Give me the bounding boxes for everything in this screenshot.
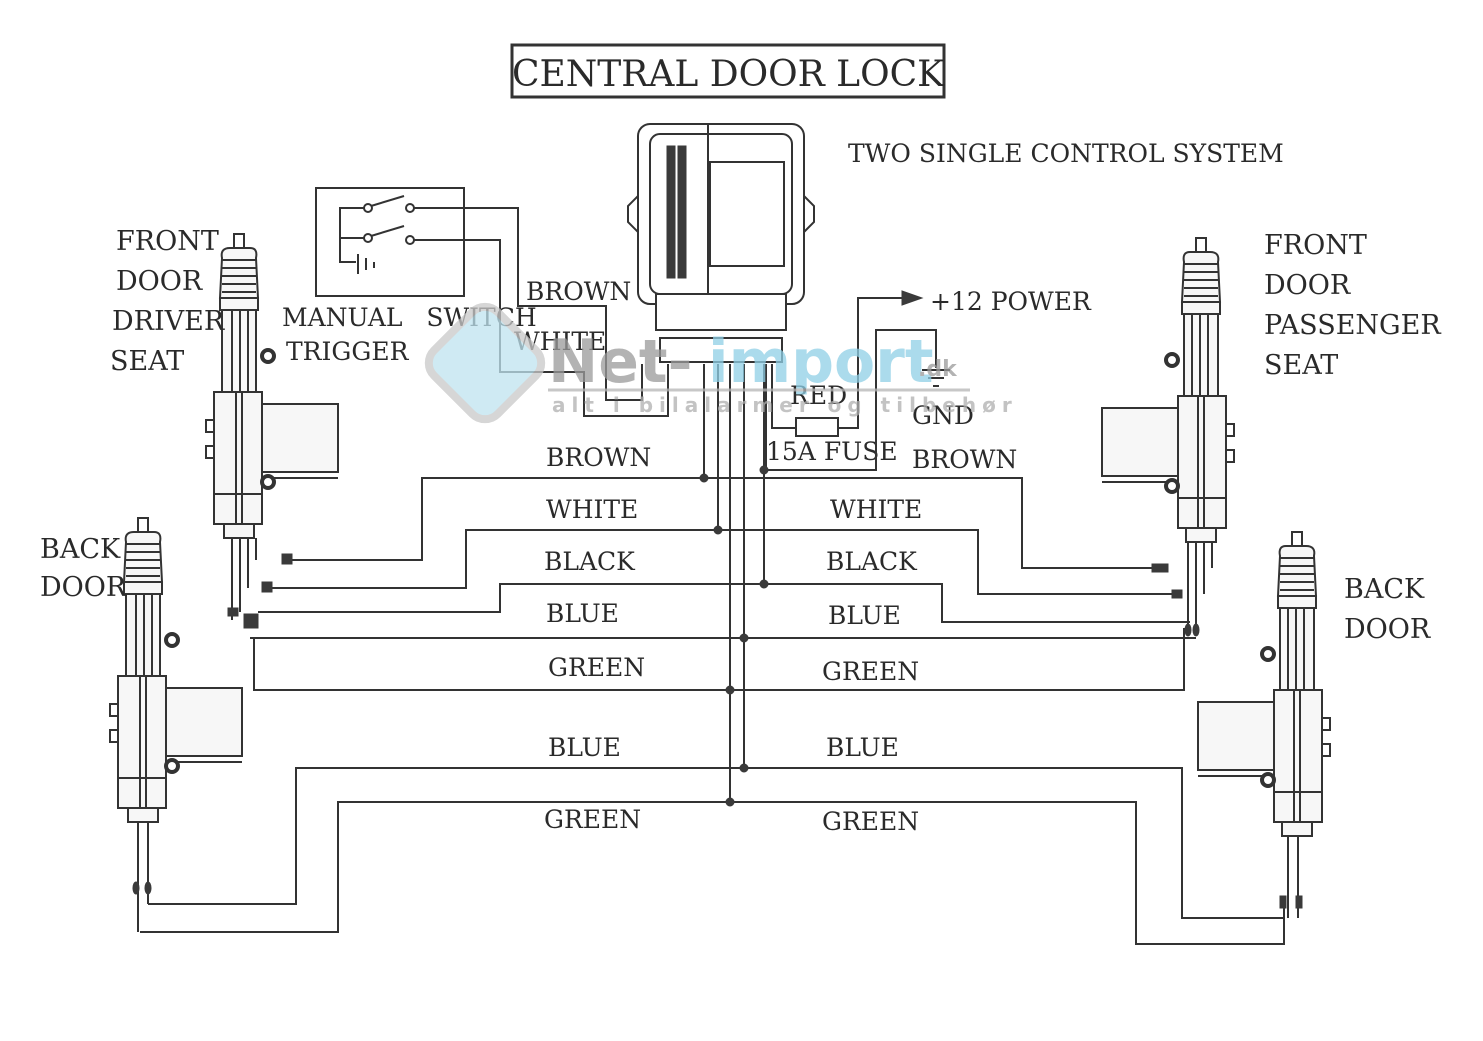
wire-label-left-black: BLACK [544, 547, 636, 576]
wire-label-right-white: WHITE [830, 495, 922, 524]
actuator-back-left [108, 516, 244, 932]
title-box: CENTRAL DOOR LOCK [510, 43, 946, 99]
watermark-brand-part1: Net- [548, 327, 693, 397]
watermark-car-logo-icon [424, 302, 546, 424]
wire-label-left-blue: BLUE [546, 599, 619, 628]
actuator-front-driver [204, 232, 340, 629]
diagram-title: CENTRAL DOOR LOCK [512, 54, 945, 95]
fuse-label: 15A FUSE [766, 437, 898, 466]
wire-label-left-white: WHITE [546, 495, 638, 524]
watermark-tagline: alt i bilalarmer og tilbehør [552, 393, 1018, 417]
control-module [627, 123, 815, 363]
wire-label-right-green-2: GREEN [822, 807, 919, 836]
power-label: +12 POWER [930, 287, 1092, 316]
wire-label-left-green-2: GREEN [544, 805, 641, 834]
door-label-front-driver-3: DRIVER [112, 306, 225, 337]
door-label-back-left-1: BACK [40, 534, 121, 565]
power-arrow-icon [901, 290, 924, 306]
trigger-label: TRIGGER [286, 337, 410, 366]
red-wire-label: RED [790, 381, 847, 410]
red-wire [771, 364, 796, 429]
actuator-front-passenger [1100, 236, 1236, 637]
switch-wire-white [414, 239, 669, 417]
ground-label: GND [912, 401, 974, 430]
wire-label-right-blue: BLUE [828, 601, 901, 630]
watermark-brand-part2: import [708, 327, 934, 397]
wire-label-right-blue-2: BLUE [826, 733, 899, 762]
door-label-front-driver-1: FRONT [116, 226, 219, 257]
door-label-front-driver-4: SEAT [110, 346, 184, 377]
switch-wire-brown [414, 207, 643, 401]
door-label-front-passenger-2: DOOR [1264, 270, 1351, 301]
system-subtitle: TWO SINGLE CONTROL SYSTEM [848, 139, 1284, 168]
door-label-back-right-1: BACK [1344, 574, 1425, 605]
wire-label-right-green: GREEN [822, 657, 919, 686]
manual-switch-box [315, 187, 465, 297]
fuse [795, 417, 839, 437]
wire-label-left-brown: BROWN [546, 443, 651, 472]
door-label-front-passenger-3: PASSENGER [1264, 310, 1441, 341]
wire-label-left-green: GREEN [548, 653, 645, 682]
door-label-front-passenger-4: SEAT [1264, 350, 1338, 381]
actuator-back-right [1196, 530, 1332, 918]
switch-wire-brown-label: BROWN [526, 277, 631, 306]
door-label-back-right-2: DOOR [1344, 614, 1431, 645]
door-label-front-driver-2: DOOR [116, 266, 203, 297]
wire-label-left-blue-2: BLUE [548, 733, 621, 762]
door-label-back-left-2: DOOR [40, 572, 127, 603]
door-label-front-passenger-1: FRONT [1264, 230, 1367, 261]
junction-dots [699, 465, 769, 807]
wire-label-right-black: BLACK [826, 547, 918, 576]
watermark-tld: .dk [918, 357, 958, 382]
ground-brown-label: BROWN [912, 445, 1017, 474]
ground-wire [765, 329, 937, 471]
watermark: Net- import .dk alt i bilalarmer og tilb… [424, 302, 1018, 424]
left-bus [140, 477, 1285, 945]
